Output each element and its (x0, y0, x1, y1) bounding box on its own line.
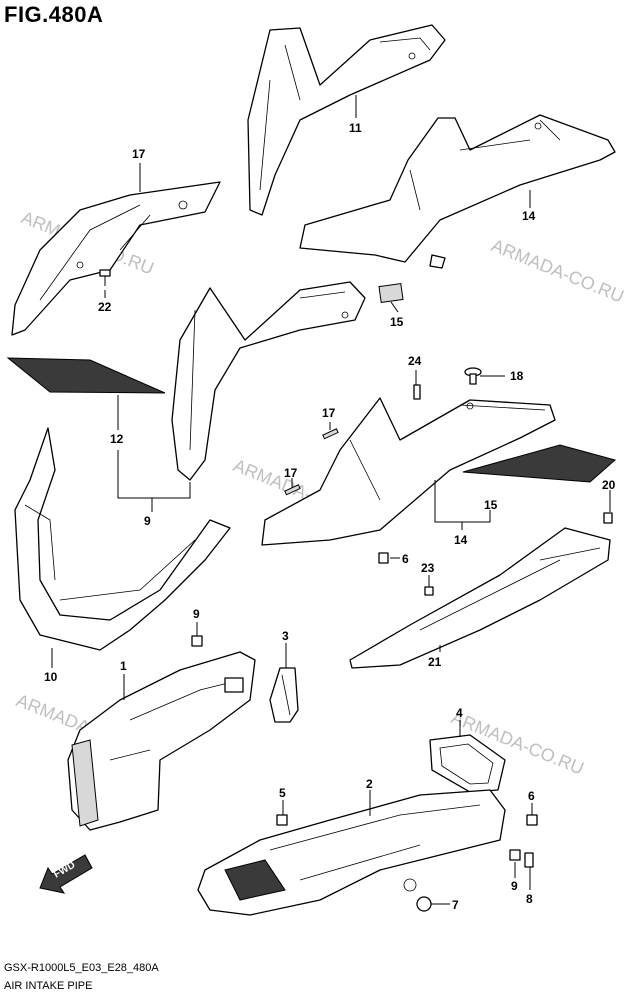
callout: 7 (452, 898, 459, 912)
part-6-clip-b (526, 814, 538, 826)
part-8-bolt (524, 852, 534, 868)
callout: 14 (454, 533, 468, 547)
callout: 18 (510, 369, 524, 383)
part-12-strip (6, 357, 166, 394)
part-2-intake-duct (197, 789, 506, 916)
part-15-strip (462, 444, 617, 483)
callout: 6 (528, 789, 535, 803)
part-16-side-panel (299, 114, 616, 269)
callout: 23 (421, 561, 435, 575)
part-9-grommet-a (191, 635, 203, 647)
callouts: 11 14 17 22 15 24 18 12 9 17 17 15 14 20… (44, 121, 616, 912)
part-9-grommet-b (509, 849, 521, 861)
part-10-duct-frame (14, 427, 231, 651)
callout: 5 (279, 786, 286, 800)
callout: 1 (120, 659, 127, 673)
part-20-front-panel (11, 181, 221, 336)
callout: 17 (322, 406, 336, 420)
callout: 9 (193, 607, 200, 621)
part-13-cowl (247, 24, 446, 216)
callout: 10 (44, 670, 58, 684)
figure-title: FIG.480A (4, 2, 104, 27)
callout: 20 (602, 478, 616, 492)
callout: 6 (402, 552, 409, 566)
part-23-screw-b (424, 586, 434, 596)
part-19-clip (464, 367, 482, 385)
callout: 9 (511, 879, 518, 893)
part-17-strip-a (322, 428, 339, 440)
part-11-side-cowl (171, 281, 366, 481)
part-7-grommet (416, 896, 432, 912)
callout: 4 (456, 706, 463, 720)
part-5-clip (276, 814, 288, 826)
callout: 21 (428, 655, 442, 669)
figure-description: AIR INTAKE PIPE (4, 980, 93, 992)
callout: 24 (408, 354, 422, 368)
callout: 15 (484, 498, 498, 512)
callout: 8 (526, 892, 533, 906)
part-22-bolt (603, 512, 613, 524)
callout: 3 (282, 629, 289, 643)
part-21-lower-panel (349, 527, 611, 669)
part-23-screw-a (99, 269, 111, 286)
callout: 15 (390, 315, 404, 329)
callout: 17 (132, 147, 146, 161)
part-1-duct (67, 651, 256, 831)
callout: 17 (284, 466, 298, 480)
fwd-arrow: FWD (39, 854, 93, 894)
part-14-side-panel (261, 397, 556, 546)
watermark: ARMADA-CO.RU (489, 235, 627, 306)
callout: 22 (98, 300, 112, 314)
part-24-bolt (413, 384, 421, 400)
callout: 11 (349, 121, 362, 135)
callout: 2 (366, 777, 373, 791)
part-18-pad (378, 282, 404, 304)
callout: 9 (144, 514, 151, 528)
part-4-gasket (429, 734, 506, 793)
figure-code: GSX-R1000L5_E03_E28_480A (4, 962, 159, 974)
part-3-seal (269, 667, 299, 723)
callout: 14 (522, 209, 536, 223)
leader-lines (51, 95, 611, 905)
part-6-clip-a (378, 552, 389, 564)
callout: 12 (110, 432, 124, 446)
